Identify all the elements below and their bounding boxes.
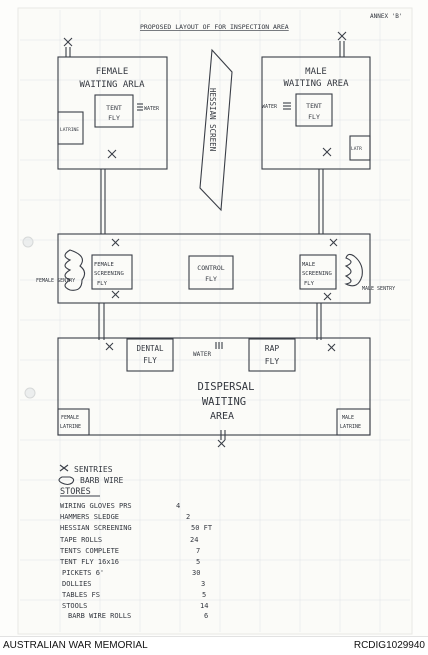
female-water-label: WATER bbox=[144, 106, 160, 112]
female-waiting-label-2: WAITING ARLA bbox=[79, 80, 145, 90]
punch-hole-bottom bbox=[24, 387, 36, 399]
dental-label-1: DENTAL bbox=[136, 344, 164, 353]
hessian-screen: HESSIAN SCREEN bbox=[199, 48, 233, 212]
male-waiting-label-2: WAITING AREA bbox=[283, 79, 349, 89]
screening-area: FEMALE SCREENING FLY CONTROL FLY MALE SC… bbox=[36, 233, 395, 304]
store-item-qty: 5 bbox=[196, 558, 200, 566]
rap-label-2: FLY bbox=[265, 357, 280, 366]
male-water-label: WATER bbox=[262, 104, 278, 110]
archive-record-id: RCDIG1029940 bbox=[353, 640, 425, 651]
archive-footer: AUSTRALIAN WAR MEMORIAL RCDIG1029940 bbox=[0, 636, 428, 655]
legend-sentries: SENTRIES bbox=[74, 465, 113, 474]
female-latrine-box bbox=[57, 111, 84, 145]
store-item-qty: 30 bbox=[192, 569, 200, 577]
store-item-name: TENT FLY 16x16 bbox=[60, 558, 119, 566]
female-tent-label-2: FLY bbox=[108, 114, 120, 122]
stores-list: STORES WIRING GLOVES PRS 4 HAMMERS SLEDG… bbox=[60, 487, 213, 620]
male-latrine-dispersal-2: LATRINE bbox=[340, 424, 361, 430]
store-item-qty: 6 bbox=[204, 612, 208, 620]
barb-wire-coil-right bbox=[344, 253, 363, 287]
dispersal-label-2: WAITING bbox=[202, 396, 246, 408]
dispersal-label-1: DISPERSAL bbox=[198, 381, 255, 393]
female-tent-label-1: TENT bbox=[106, 104, 122, 112]
male-screening-label-3: FLY bbox=[304, 281, 315, 287]
dispersal-water-label: WATER bbox=[193, 351, 211, 358]
punch-hole-top bbox=[22, 236, 34, 248]
female-waiting-label-1: FEMALE bbox=[96, 67, 129, 77]
male-tent-label-2: FLY bbox=[308, 113, 320, 121]
store-item-qty: 14 bbox=[200, 602, 208, 610]
female-latrine-dispersal-2: LATRINE bbox=[60, 424, 81, 430]
archive-credit: AUSTRALIAN WAR MEMORIAL bbox=[3, 640, 148, 651]
legend: SENTRIES BARB WIRE bbox=[58, 464, 124, 486]
store-item-name: WIRING GLOVES PRS bbox=[60, 502, 132, 510]
store-item-qty: 4 bbox=[176, 502, 180, 510]
control-fly bbox=[188, 255, 234, 290]
male-screening-label-1: MALE bbox=[302, 262, 315, 268]
female-latrine-dispersal bbox=[57, 408, 90, 436]
store-item-name: TABLES FS bbox=[62, 591, 100, 599]
store-item-name: DOLLIES bbox=[62, 580, 92, 588]
dental-label-2: FLY bbox=[143, 356, 157, 365]
female-screening-fly bbox=[91, 254, 133, 290]
female-tent-fly bbox=[94, 94, 134, 128]
male-tent-label-1: TENT bbox=[306, 102, 322, 110]
male-waiting-label-1: MALE bbox=[305, 67, 327, 77]
store-item-qty: 5 bbox=[202, 591, 206, 599]
female-screening-label-2: SCREENING bbox=[94, 271, 124, 277]
store-item-name: PICKETS 6' bbox=[62, 569, 104, 577]
male-latrine-dispersal bbox=[336, 408, 371, 436]
female-sentry-label: FEMALE SENTRY bbox=[36, 278, 75, 284]
paper-page bbox=[17, 7, 413, 635]
dispersal-area: DENTAL FLY WATER RAP FLY DISPERSAL WAITI… bbox=[57, 337, 371, 448]
female-latrine-dispersal-1: FEMALE bbox=[61, 415, 79, 421]
dental-fly bbox=[126, 338, 174, 372]
female-screening-label-1: FEMALE bbox=[94, 262, 114, 268]
male-waiting-area: MALE WAITING AREA WATER TENT FLY LATR bbox=[261, 31, 371, 170]
store-item-name: HAMMERS SLEDGE bbox=[60, 513, 119, 521]
store-item-qty: 2 bbox=[186, 513, 190, 521]
male-latrine-dispersal-1: MALE bbox=[342, 415, 354, 421]
male-screening-fly bbox=[299, 254, 337, 290]
male-latrine-box bbox=[349, 135, 371, 161]
corridors-upper bbox=[100, 169, 324, 234]
male-screening-label-2: SCREENING bbox=[302, 271, 332, 277]
diagram-title: PROPOSED LAYOUT OF FOR INSPECTION AREA bbox=[140, 23, 289, 31]
male-sentry-label: MALE SENTRY bbox=[362, 286, 395, 292]
female-latrine-label: LATRINE bbox=[60, 127, 79, 133]
barb-wire-legend-icon bbox=[58, 476, 75, 486]
graph-grid bbox=[20, 10, 410, 632]
female-waiting-area: FEMALE WAITING ARLA TENT FLY WATER LATRI… bbox=[57, 37, 168, 170]
rap-label-1: RAP bbox=[265, 344, 280, 353]
stores-heading: STORES bbox=[60, 487, 91, 497]
store-item-name: HESSIAN SCREENING bbox=[60, 524, 132, 532]
store-item-name: BARB WIRE ROLLS bbox=[68, 612, 131, 620]
female-screening-label-3: FLY bbox=[97, 281, 108, 287]
control-label-2: FLY bbox=[205, 275, 217, 283]
store-item-name: STOOLS bbox=[62, 602, 87, 610]
hessian-screen-label: HESSIAN SCREEN bbox=[208, 88, 217, 151]
dispersal-label-3: AREA bbox=[210, 411, 234, 422]
male-latrine-label: LATR bbox=[351, 146, 362, 152]
store-item-qty: 3 bbox=[201, 580, 205, 588]
rap-fly bbox=[248, 338, 296, 372]
store-item-qty: 7 bbox=[196, 547, 200, 555]
control-label-1: CONTROL bbox=[197, 264, 224, 272]
male-tent-fly bbox=[295, 93, 333, 127]
barb-wire-coil-left bbox=[64, 249, 86, 291]
store-item-name: TAPE ROLLS bbox=[60, 536, 102, 544]
legend-barb-wire: BARB WIRE bbox=[80, 476, 124, 485]
store-item-qty: 50 FT bbox=[191, 524, 213, 532]
store-item-qty: 24 bbox=[190, 536, 198, 544]
annex-label: ANNEX 'B' bbox=[370, 13, 403, 20]
store-item-name: TENTS COMPLETE bbox=[60, 547, 119, 555]
corridors-lower bbox=[98, 303, 322, 340]
